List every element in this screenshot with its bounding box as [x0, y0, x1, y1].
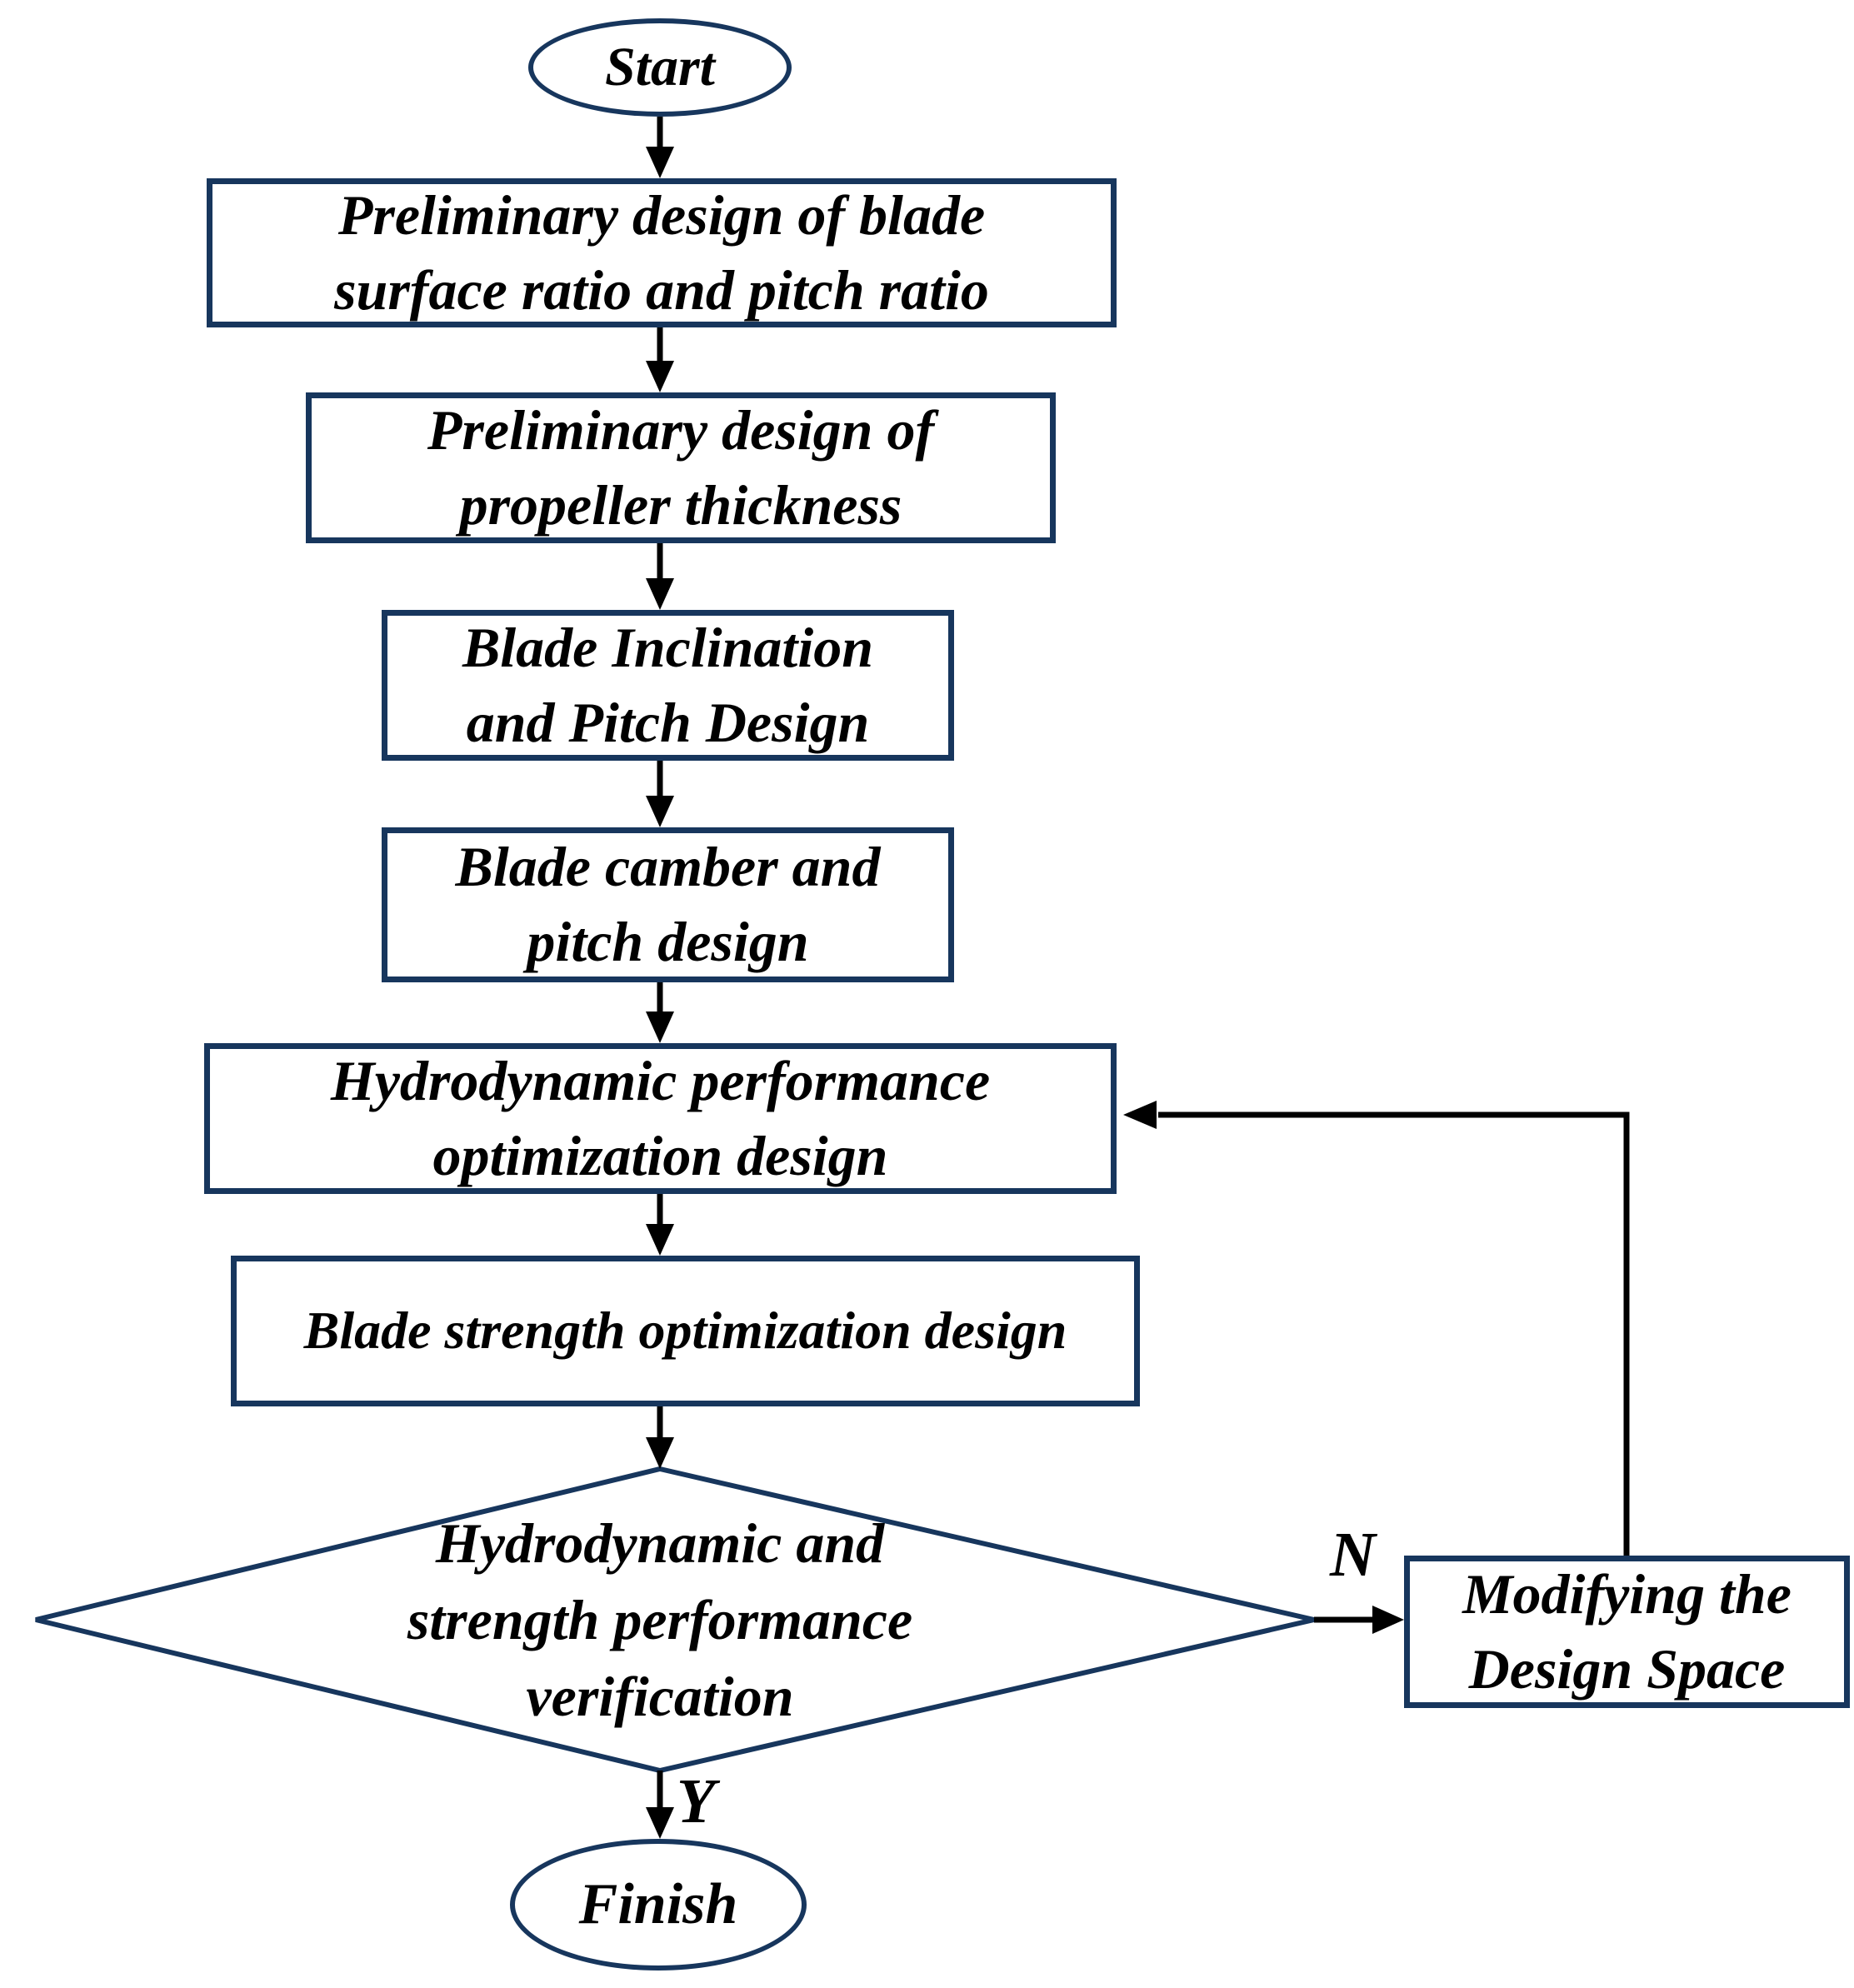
arrow-start-to-preliminary-blade — [646, 117, 674, 178]
decision-line: verification — [526, 1664, 794, 1728]
finish-label: Finish — [578, 1871, 738, 1936]
process-line: Blade camber and — [455, 835, 881, 899]
arrow-decision-no-to-modify — [1314, 1606, 1404, 1634]
process-line: Hydrodynamic performance — [330, 1048, 991, 1112]
arrow-decision-yes-to-finish — [646, 1771, 674, 1839]
process-preliminary-blade: Preliminary design of blade surface rati… — [207, 178, 1117, 327]
arrow-camber-to-hydro — [646, 982, 674, 1043]
process-preliminary-thickness: Preliminary design of propeller thicknes… — [306, 392, 1056, 543]
decision-verification-text: Hydrodynamic and strength performance ve… — [243, 1500, 1077, 1741]
process-line: Blade strength optimization design — [303, 1301, 1067, 1361]
arrow-modify-feedback-to-hydro — [1123, 1101, 1630, 1556]
process-inclination-pitch: Blade Inclination and Pitch Design — [382, 610, 954, 761]
decision-line: strength performance — [407, 1588, 913, 1652]
arrow-thickness-to-inclination — [646, 543, 674, 610]
process-camber-pitch: Blade camber and pitch design — [382, 827, 954, 982]
process-line: optimization design — [432, 1123, 888, 1187]
process-line: pitch design — [527, 910, 809, 973]
process-hydro-optimization: Hydrodynamic performance optimization de… — [204, 1043, 1117, 1194]
arrow-strength-to-decision — [646, 1406, 674, 1469]
process-line: Design Space — [1468, 1636, 1786, 1701]
process-line: propeller thickness — [459, 472, 902, 537]
process-line: surface ratio and pitch ratio — [334, 257, 989, 322]
process-line: and Pitch Design — [466, 690, 870, 754]
finish-terminator: Finish — [510, 1839, 807, 1971]
arrow-preliminary-blade-to-thickness — [646, 327, 674, 392]
process-modify-design-space: Modifying the Design Space — [1404, 1556, 1850, 1708]
process-line: Preliminary design of — [427, 397, 935, 462]
decision-line: Hydrodynamic and — [435, 1511, 885, 1576]
process-line: Modifying the — [1462, 1561, 1792, 1626]
arrow-hydro-to-strength — [646, 1194, 674, 1256]
process-line: Preliminary design of blade — [337, 182, 986, 247]
start-terminator: Start — [528, 18, 792, 117]
arrow-inclination-to-camber — [646, 761, 674, 827]
process-strength-optimization: Blade strength optimization design — [231, 1256, 1140, 1406]
process-line: Blade Inclination — [462, 615, 874, 679]
start-label: Start — [604, 37, 716, 98]
edge-label-yes: Y — [677, 1766, 716, 1836]
edge-label-no: N — [1330, 1520, 1376, 1590]
